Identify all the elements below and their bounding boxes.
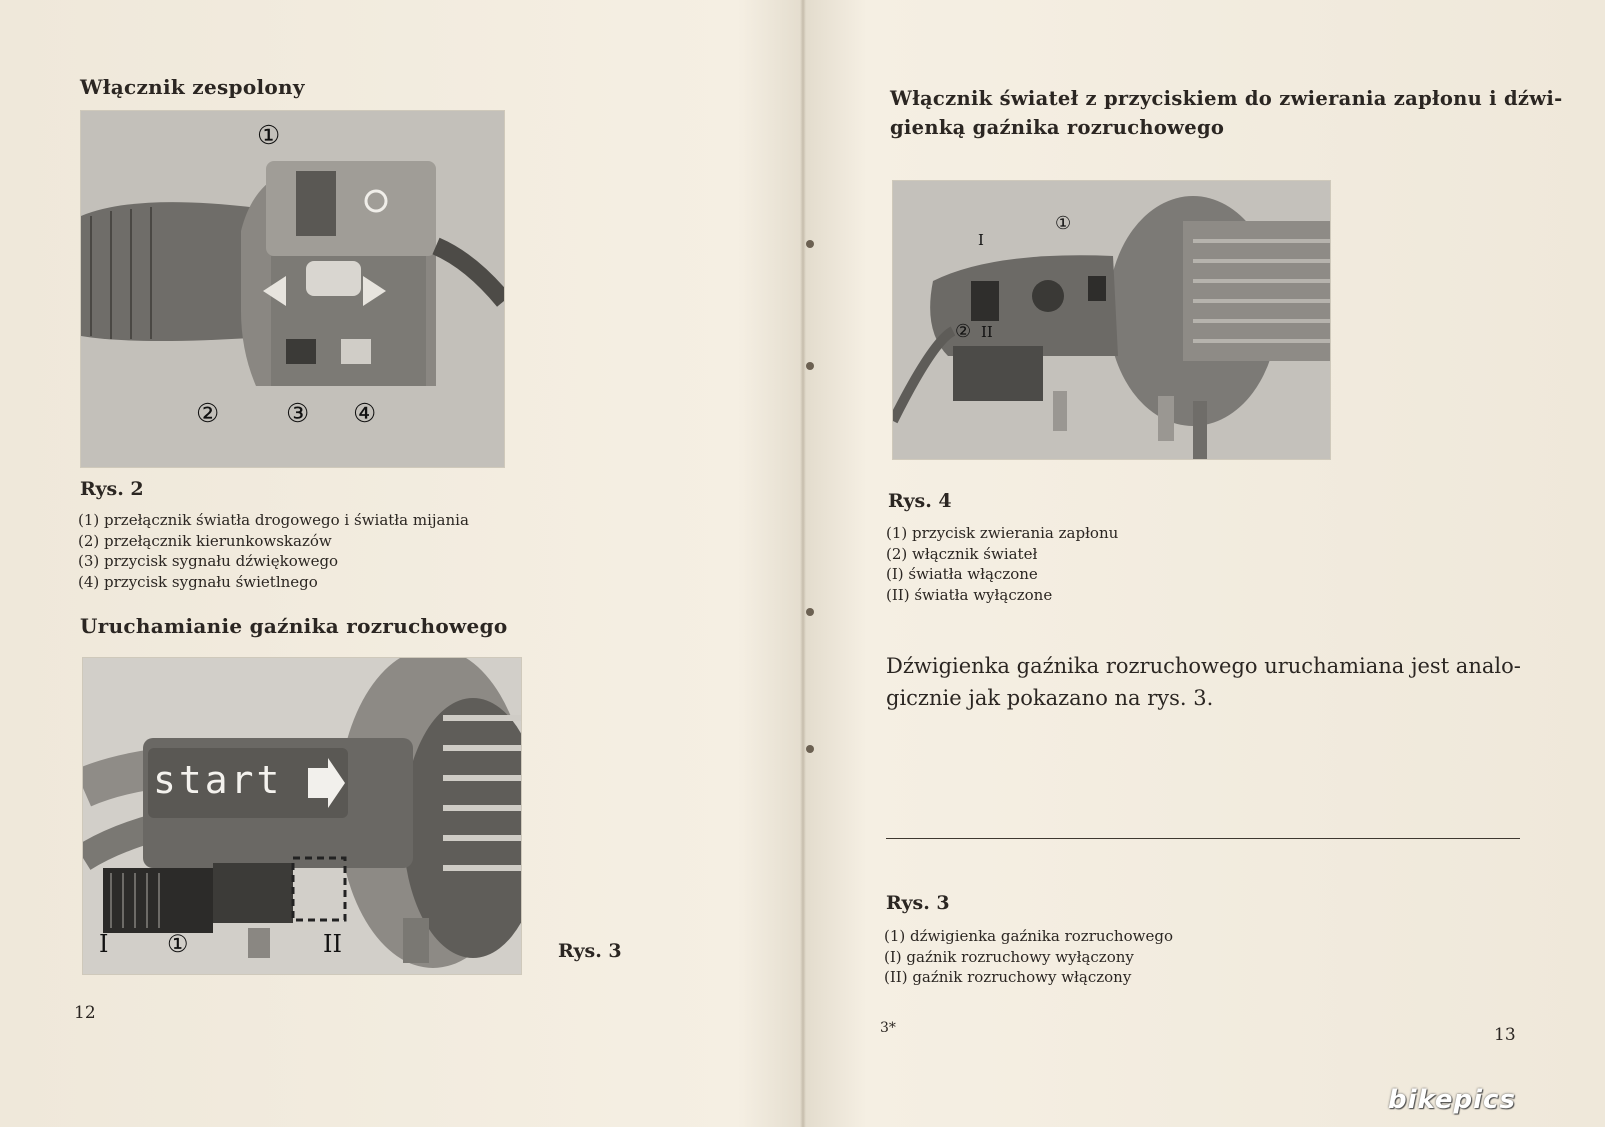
page-number-left: 12 bbox=[74, 1003, 96, 1023]
marker-II: II bbox=[323, 930, 342, 958]
heading-combined-switch: Włącznik zespolony bbox=[80, 75, 305, 99]
legend-rys-4: (1) przycisk zwierania zapłonu (2) włącz… bbox=[886, 523, 1118, 605]
stitch-hole bbox=[806, 608, 814, 616]
signature-mark: 3* bbox=[880, 1020, 896, 1036]
stitch-hole bbox=[806, 745, 814, 753]
legend-item: (2) włącznik świateł bbox=[886, 544, 1038, 563]
legend-item: (1) dźwigienka gaźnika rozruchowego bbox=[884, 927, 1173, 945]
stitch-hole bbox=[806, 362, 814, 370]
marker-1: ① bbox=[167, 930, 189, 958]
legend-item: (4) przycisk sygnału świetlnego bbox=[78, 572, 318, 591]
caption-rys-4: Rys. 4 bbox=[888, 490, 952, 512]
heading-starter-carburettor: Uruchamianie gaźnika rozruchowego bbox=[80, 614, 508, 638]
photo-light-switch: ① I ② II bbox=[892, 180, 1331, 460]
legend-item: (1) przycisk zwierania zapłonu bbox=[886, 524, 1119, 542]
marker-II: II bbox=[981, 323, 993, 341]
marker-2: ② bbox=[955, 321, 972, 342]
legend-item: (I) gaźnik rozruchowy wyłączony bbox=[884, 947, 1134, 966]
marker-3: ③ bbox=[286, 399, 310, 429]
book-gutter bbox=[800, 0, 806, 1127]
paragraph-line: gicznie jak pokazano na rys. 3. bbox=[886, 686, 1214, 710]
horizontal-rule bbox=[886, 838, 1520, 839]
marker-1: ① bbox=[1055, 213, 1072, 234]
caption-rys-3-right: Rys. 3 bbox=[886, 892, 950, 914]
legend-item: (II) światła wyłączone bbox=[886, 585, 1053, 604]
start-label: start bbox=[153, 758, 283, 802]
photo-combined-switch: ① ② ③ ④ bbox=[80, 110, 505, 468]
legend-rys-2: (1) przełącznik światła drogowego i świa… bbox=[78, 510, 469, 592]
body-paragraph: Dźwigienka gaźnika rozruchowego uruchami… bbox=[886, 650, 1536, 714]
photo-starter-lever: start I ① II bbox=[82, 657, 522, 975]
page-number-right: 13 bbox=[1494, 1025, 1516, 1045]
marker-4: ④ bbox=[353, 399, 377, 429]
marker-I: I bbox=[978, 231, 984, 249]
stitch-hole bbox=[806, 240, 814, 248]
combined-switch-illustration bbox=[81, 111, 504, 467]
marker-I: I bbox=[99, 930, 109, 958]
legend-item: (3) przycisk sygnału dźwiękowego bbox=[78, 552, 339, 570]
heading-light-switch-line1: Włącznik świateł z przyciskiem do zwiera… bbox=[890, 87, 1563, 110]
legend-rys-3: (1) dźwigienka gaźnika rozruchowego (I) … bbox=[884, 926, 1173, 988]
marker-1: ① bbox=[257, 121, 281, 151]
legend-item: (1) przełącznik światła drogowego i świa… bbox=[78, 511, 469, 529]
caption-rys-2: Rys. 2 bbox=[80, 478, 144, 500]
marker-2: ② bbox=[196, 399, 220, 429]
light-switch-illustration bbox=[893, 181, 1330, 459]
starter-lever-illustration bbox=[83, 658, 521, 974]
watermark-logo: bikepics bbox=[1388, 1085, 1516, 1115]
caption-rys-3-left: Rys. 3 bbox=[558, 940, 622, 962]
legend-item: (I) światła włączone bbox=[886, 565, 1038, 583]
legend-item: (2) przełącznik kierunkowskazów bbox=[78, 531, 332, 550]
paragraph-line: Dźwigienka gaźnika rozruchowego uruchami… bbox=[886, 654, 1521, 678]
heading-light-switch-line2: gienką gaźnika rozruchowego bbox=[890, 116, 1225, 139]
legend-item: (II) gaźnik rozruchowy włączony bbox=[884, 968, 1132, 986]
